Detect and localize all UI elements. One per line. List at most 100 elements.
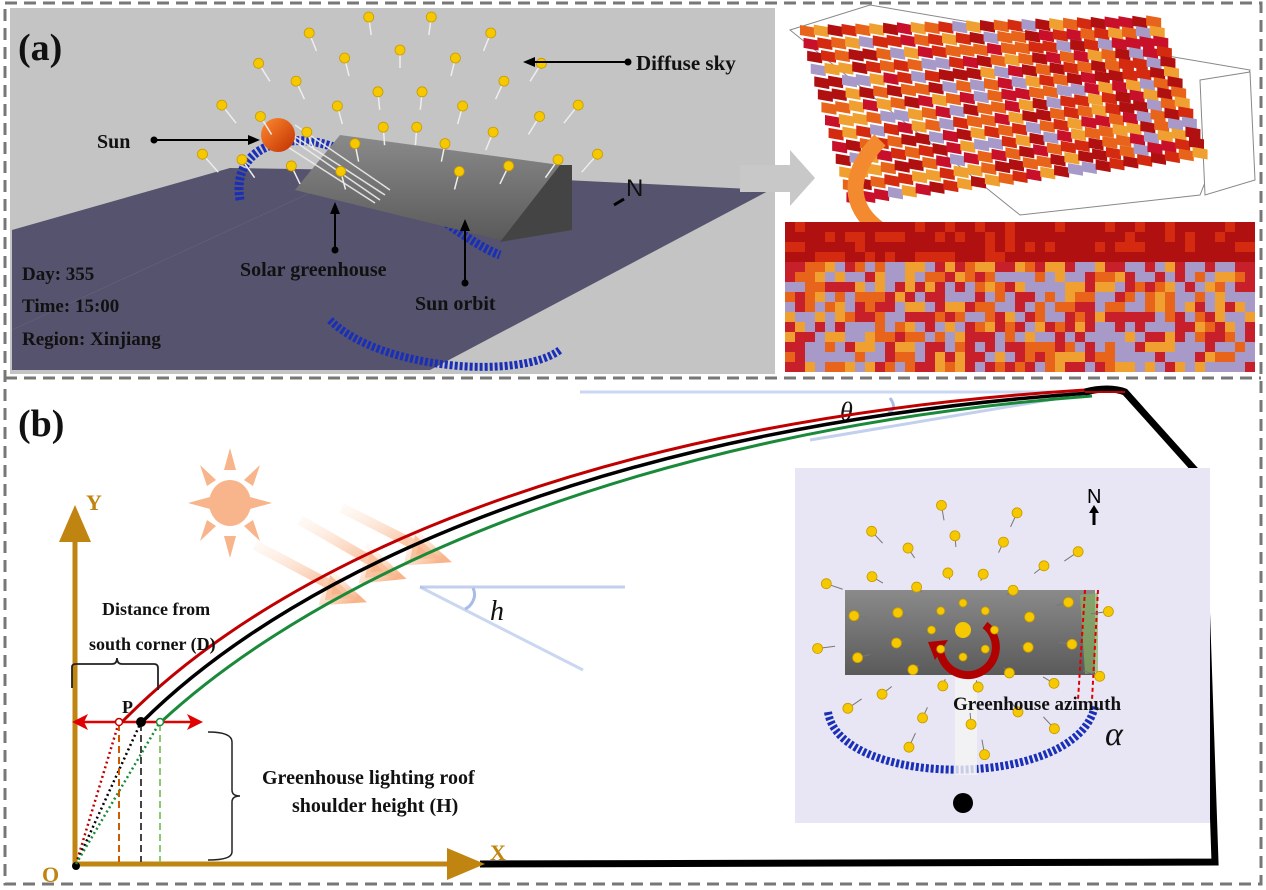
heatmap-cell	[1132, 15, 1148, 29]
heatmap-cell	[805, 342, 815, 352]
heatmap-cell	[1161, 140, 1177, 153]
heatmap-cell	[965, 272, 975, 282]
heatmap-cell	[1235, 262, 1245, 272]
heatmap-cell	[1085, 322, 1095, 332]
heatmap-cell	[1078, 150, 1094, 163]
heatmap-cell	[1101, 48, 1117, 62]
heatmap-cell	[805, 232, 815, 242]
heatmap-cell	[914, 33, 930, 47]
heatmap-cell	[1195, 362, 1205, 372]
heatmap-cell	[966, 67, 982, 81]
heatmap-cell	[1015, 292, 1025, 302]
heatmap-cell	[1225, 362, 1235, 372]
heatmap-cell	[995, 262, 1005, 272]
heatmap-cell	[1185, 252, 1195, 262]
heatmap-cell	[1055, 232, 1065, 242]
heatmap-cell	[875, 292, 885, 302]
region-label: Region: Xinjiang	[22, 329, 161, 350]
heatmap-cell	[905, 352, 915, 362]
heatmap-cell	[915, 242, 925, 252]
flattened-irradiance-map	[785, 222, 1255, 372]
sky-point	[937, 680, 949, 692]
heatmap-cell	[1005, 282, 1015, 292]
heatmap-cell	[885, 352, 895, 362]
heatmap-cell	[1115, 302, 1125, 312]
heatmap-cell	[785, 332, 795, 342]
heatmap-cell	[975, 272, 985, 282]
heatmap-cell	[1157, 87, 1173, 100]
heatmap-cell	[815, 302, 825, 312]
heatmap-cell	[835, 292, 845, 302]
heatmap-cell	[895, 252, 905, 262]
heatmap-cell	[967, 163, 983, 177]
heatmap-cell	[887, 84, 903, 98]
heatmap-cell	[975, 292, 985, 302]
heatmap-cell	[945, 242, 955, 252]
heatmap-cell	[855, 242, 865, 252]
heatmap-cell	[925, 119, 941, 132]
heatmap-cell	[1095, 272, 1105, 282]
heatmap-cell	[1165, 272, 1175, 282]
heatmap-cell	[925, 69, 941, 83]
heatmap-cell	[955, 32, 971, 46]
heatmap-cell	[1035, 342, 1045, 352]
sky-point	[453, 165, 465, 177]
heatmap-cell	[805, 272, 815, 282]
heatmap-cell	[1025, 322, 1035, 332]
heatmap-cell	[955, 252, 965, 262]
heatmap-cell	[1205, 342, 1215, 352]
heatmap-cell	[1025, 29, 1041, 43]
heatmap-cell	[1235, 342, 1245, 352]
heatmap-cell	[963, 152, 979, 165]
heatmap-cell	[1025, 222, 1035, 232]
heatmap-cell	[825, 232, 835, 242]
heatmap-cell	[1126, 122, 1142, 136]
heatmap-cell	[1135, 25, 1151, 39]
heatmap-cell	[795, 362, 805, 372]
heatmap-cell	[1065, 232, 1075, 242]
heatmap-cell	[1029, 132, 1045, 146]
origin-rays	[74, 721, 162, 865]
heatmap-cell	[895, 222, 905, 232]
heatmap-cell	[955, 322, 965, 332]
heatmap-cell	[955, 282, 965, 292]
heatmap-cell	[1195, 282, 1205, 292]
heatmap-cell	[895, 312, 905, 322]
heatmap-cell	[1085, 252, 1095, 262]
heatmap-cell	[1028, 41, 1044, 54]
sky-point	[949, 530, 961, 542]
h-angle-label: h	[490, 596, 504, 627]
top-view-inset: N Greenhouse azimuth α	[795, 468, 1210, 823]
heatmap-cell	[945, 302, 955, 312]
heatmap-cell	[1070, 83, 1086, 96]
heatmap-cell	[1195, 302, 1205, 312]
heatmap-cell	[942, 80, 958, 94]
heatmap-cell	[825, 322, 835, 332]
heatmap-cell	[1105, 262, 1115, 272]
heatmap-cell	[1155, 292, 1165, 302]
heatmap-cell	[905, 302, 915, 312]
heatmap-cell	[925, 342, 935, 352]
sky-point	[866, 571, 878, 583]
heatmap-cell	[1205, 252, 1215, 262]
heatmap-cell	[795, 342, 805, 352]
heatmap-cell	[1115, 262, 1125, 272]
heatmap-cell	[1122, 111, 1138, 125]
heatmap-cell	[1095, 352, 1105, 362]
heatmap-cell	[1156, 45, 1172, 59]
heatmap-cell	[994, 112, 1010, 126]
heatmap-cell	[953, 116, 969, 130]
heatmap-cell	[785, 242, 795, 252]
heatmap-cell	[855, 272, 865, 282]
heatmap-cell	[835, 342, 845, 352]
heatmap-cell	[1185, 332, 1195, 342]
heatmap-cell	[915, 322, 925, 332]
heatmap-cell	[925, 302, 935, 312]
arrowhead-icon	[460, 219, 470, 231]
heatmap-cell	[815, 342, 825, 352]
heatmap-cell	[955, 312, 965, 322]
sky-point	[1011, 507, 1023, 519]
heatmap-cell	[845, 312, 855, 322]
heatmap-cell	[866, 60, 882, 74]
heatmap-cell	[1215, 232, 1225, 242]
